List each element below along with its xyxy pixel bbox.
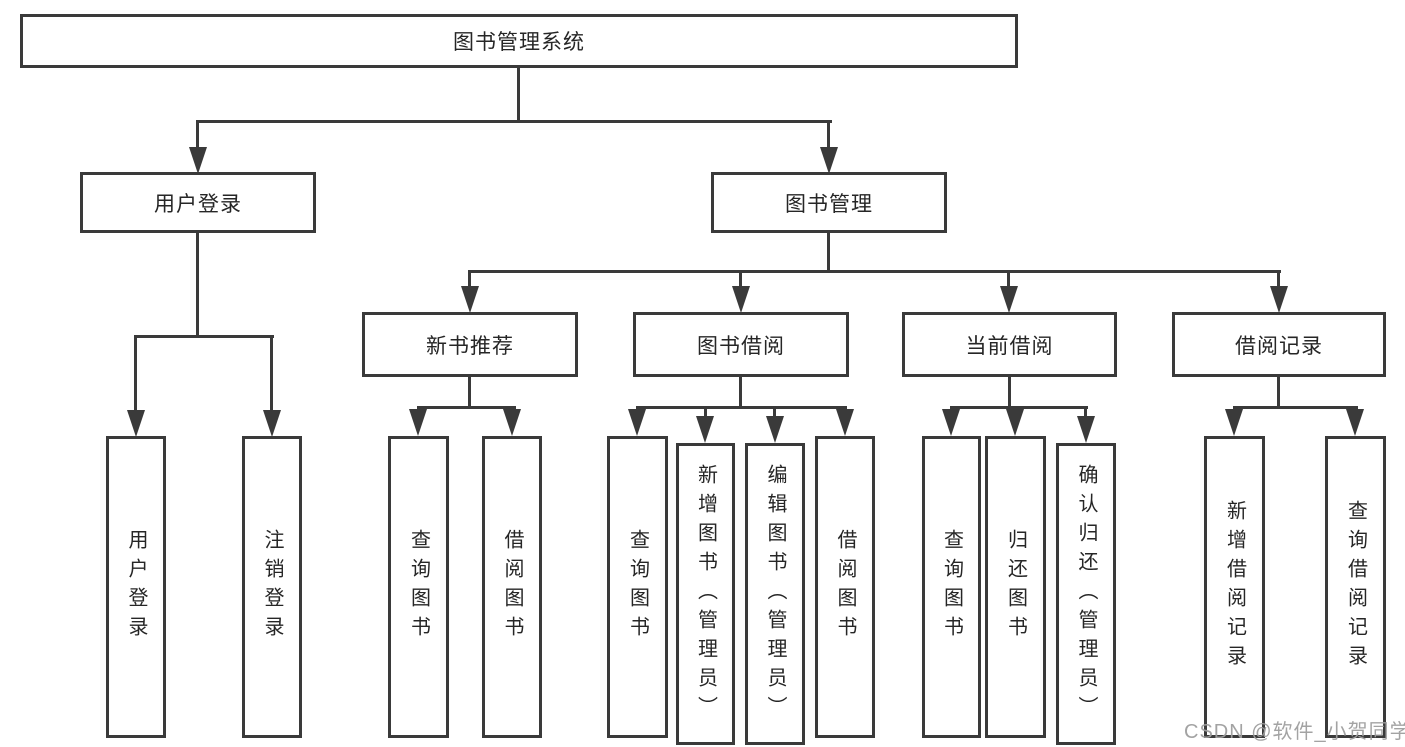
leaf-query-books-borrowing: 查询图书	[607, 436, 668, 738]
connector-vline	[704, 406, 707, 418]
leaf-label: 确认归还（管理员）	[1075, 463, 1097, 725]
leaf-label: 用户登录	[125, 529, 147, 645]
connector-hline	[134, 335, 274, 338]
connector-vline	[468, 270, 471, 290]
connector-hline	[468, 270, 1281, 273]
arrow-down-icon	[1077, 416, 1095, 443]
arrow-down-icon	[1000, 286, 1018, 313]
connector-vline	[827, 233, 830, 272]
leaf-label: 新增借阅记录	[1223, 500, 1246, 674]
leaf-label: 归还图书	[1004, 529, 1027, 645]
watermark: CSDN @软件_小贺同学	[1184, 721, 1405, 743]
connector-vline	[1277, 377, 1280, 408]
arrow-down-icon	[766, 416, 784, 443]
connector-vline	[739, 270, 742, 290]
leaf-edit-books-admin: 编辑图书（管理员）	[745, 443, 805, 745]
arrow-down-icon	[1270, 286, 1288, 313]
arrow-down-icon	[189, 147, 207, 174]
connector-vline	[1277, 270, 1280, 290]
connector-hline	[950, 406, 1088, 409]
arrow-down-icon	[461, 286, 479, 313]
leaf-label: 编辑图书（管理员）	[764, 463, 786, 725]
leaf-add-borrow-record: 新增借阅记录	[1204, 436, 1265, 738]
connector-vline	[517, 68, 520, 123]
connector-hline	[417, 406, 516, 409]
leaf-label: 查询图书	[940, 529, 963, 645]
leaf-query-borrow-record: 查询借阅记录	[1325, 436, 1386, 738]
connector-hline	[196, 120, 832, 123]
leaf-label: 查询借阅记录	[1344, 500, 1367, 674]
leaf-borrow-books-borrowing: 借阅图书	[815, 436, 875, 738]
leaf-confirm-return-admin: 确认归还（管理员）	[1056, 443, 1116, 745]
leaf-user-login: 用户登录	[106, 436, 166, 738]
connector-vline	[1008, 377, 1011, 408]
arrow-down-icon	[409, 409, 427, 436]
leaf-query-books-current: 查询图书	[922, 436, 981, 738]
node-book-management: 图书管理	[711, 172, 947, 233]
arrow-down-icon	[263, 410, 281, 437]
connector-vline	[739, 377, 742, 408]
leaf-label: 注销登录	[261, 529, 283, 645]
arrow-down-icon	[942, 409, 960, 436]
leaf-logout: 注销登录	[242, 436, 302, 738]
leaf-label: 查询图书	[626, 529, 649, 645]
connector-vline	[1084, 406, 1087, 418]
arrow-down-icon	[1346, 409, 1364, 436]
node-library-management-system: 图书管理系统	[20, 14, 1018, 68]
node-user-login: 用户登录	[80, 172, 316, 233]
arrow-down-icon	[628, 409, 646, 436]
leaf-borrow-books-recommend: 借阅图书	[482, 436, 542, 738]
connector-vline	[270, 335, 273, 411]
arrow-down-icon	[127, 410, 145, 437]
leaf-return-books: 归还图书	[985, 436, 1046, 738]
node-new-book-recommendation: 新书推荐	[362, 312, 578, 377]
leaf-label: 借阅图书	[834, 529, 856, 645]
connector-vline	[773, 406, 776, 418]
connector-vline	[134, 335, 137, 411]
connector-hline	[1233, 406, 1358, 409]
connector-vline	[468, 377, 471, 408]
leaf-query-books-recommend: 查询图书	[388, 436, 449, 738]
arrow-down-icon	[1006, 409, 1024, 436]
arrow-down-icon	[820, 147, 838, 174]
node-book-borrowing: 图书借阅	[633, 312, 849, 377]
arrow-down-icon	[732, 286, 750, 313]
arrow-down-icon	[503, 409, 521, 436]
leaf-label: 借阅图书	[501, 529, 523, 645]
connector-vline	[196, 233, 199, 337]
node-current-borrowing: 当前借阅	[902, 312, 1117, 377]
arrow-down-icon	[836, 409, 854, 436]
leaf-label: 新增图书（管理员）	[694, 463, 717, 725]
arrow-down-icon	[696, 416, 714, 443]
connector-hline	[636, 406, 847, 409]
connector-vline	[827, 120, 830, 150]
node-borrowing-records: 借阅记录	[1172, 312, 1386, 377]
leaf-add-books-admin: 新增图书（管理员）	[676, 443, 735, 745]
leaf-label: 查询图书	[407, 529, 430, 645]
arrow-down-icon	[1225, 409, 1243, 436]
connector-vline	[1007, 270, 1010, 290]
connector-vline	[196, 120, 199, 150]
